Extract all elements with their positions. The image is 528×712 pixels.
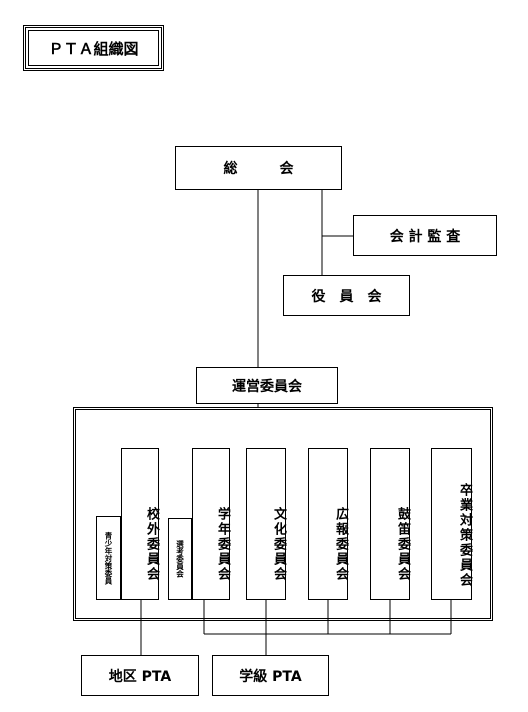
steering-committee-box: 運営委員会 xyxy=(196,367,338,404)
district-pta-box: 地区 PTA xyxy=(81,655,199,696)
page-title: ＰＴＡ組織図 xyxy=(23,25,164,71)
audit-box: 会 計 監 査 xyxy=(353,215,497,256)
committee-seishounen: 青少年対策委員 xyxy=(96,516,121,600)
page-title-text: ＰＴＡ組織図 xyxy=(48,39,139,58)
committees-frame xyxy=(73,407,493,621)
committee-kougai: 校外委員会 xyxy=(121,448,159,600)
committee-gakunen: 学年委員会 xyxy=(192,448,230,600)
general-meeting-box: 総 会 xyxy=(175,146,342,190)
class-pta-box: 学級 PTA xyxy=(212,655,329,696)
committee-kouhou: 広報委員会 xyxy=(308,448,348,600)
officers-box: 役 員 会 xyxy=(283,275,410,316)
committee-bunka: 文化委員会 xyxy=(246,448,286,600)
committee-kotaku: 鼓笛委員会 xyxy=(370,448,410,600)
committee-sotsugyou: 卒業対策委員会 xyxy=(431,448,472,600)
committee-senkou: 選考委員会 xyxy=(168,518,192,600)
